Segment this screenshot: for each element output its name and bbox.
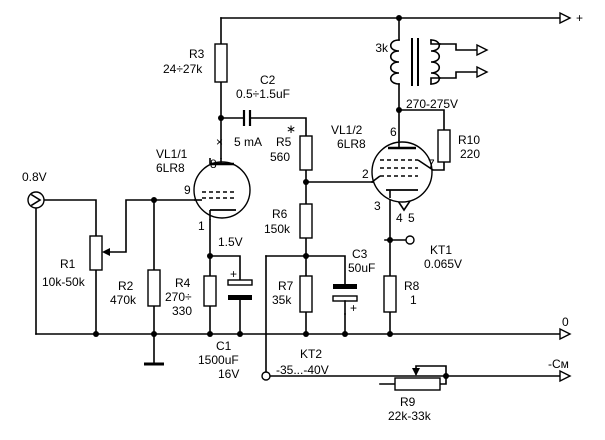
r9-value: 22k-33k <box>388 409 432 423</box>
kt1-test-point <box>405 235 415 245</box>
c3-ref: C3 <box>352 247 368 261</box>
r2-ref: R2 <box>118 279 134 293</box>
r8-ref: R8 <box>404 279 420 293</box>
r5-ref: R5 <box>276 135 292 149</box>
junction-dots <box>93 15 449 379</box>
output-transformer <box>389 38 441 86</box>
input-terminal <box>27 191 45 209</box>
r5-value: 560 <box>270 150 290 164</box>
r10-value: 220 <box>460 147 480 161</box>
minus-terminal-label: -Cм <box>548 357 569 371</box>
vl1-1-ref: VL1/1 <box>156 147 188 161</box>
vl1-2-ref: VL1/2 <box>331 123 363 137</box>
vl2-pin-2: 2 <box>362 167 369 181</box>
c2-value: 0.5÷1.5uF <box>236 87 290 101</box>
r4-value1: 270÷ <box>165 290 192 304</box>
r9-ref: R9 <box>400 395 416 409</box>
c1-ref: C1 <box>216 339 232 353</box>
c1-plate-top <box>227 279 253 286</box>
r1-wiper-arrow <box>102 248 110 256</box>
terminals <box>27 11 572 383</box>
r6-body <box>299 203 313 239</box>
vl1-2-envelope <box>371 141 433 203</box>
c3-value: 50uF <box>348 261 375 275</box>
r4-body <box>203 275 217 307</box>
vl1-1-type: 6LR8 <box>156 161 185 175</box>
vl2-pin-7: 7 <box>428 157 435 171</box>
plus-terminal-arrow <box>559 11 572 25</box>
c1-plus: + <box>230 267 237 281</box>
r5-body <box>299 135 313 171</box>
kt1-label: KT1 <box>430 243 452 257</box>
vl1-pin-9: 9 <box>184 183 191 197</box>
c2-ref: C2 <box>260 73 276 87</box>
r8-value: 1 <box>410 293 417 307</box>
r10-body <box>437 129 451 163</box>
c1-value: 1500uF <box>198 353 239 367</box>
r10-ref: R10 <box>458 133 480 147</box>
r1-ref: R1 <box>60 257 76 271</box>
resistors <box>89 43 451 391</box>
kt2-voltage: -35...-40V <box>276 363 329 377</box>
r7-body <box>299 275 313 313</box>
speaker-out-2-arrow <box>476 65 489 79</box>
r9-wiper-arrow <box>412 368 420 376</box>
r4-ref: R4 <box>175 276 191 290</box>
r3-body <box>214 43 228 83</box>
vl1-1-tube <box>193 158 251 220</box>
vl1-2-tube <box>371 140 434 203</box>
speaker-out-1-arrow <box>476 43 489 57</box>
kt2-test-point <box>261 371 271 381</box>
vl2-pin-3: 3 <box>374 199 381 213</box>
r7-value: 35k <box>272 293 292 307</box>
plus-terminal-label: + <box>576 11 583 25</box>
r6-value: 150k <box>264 222 291 236</box>
r4-value2: 330 <box>172 304 192 318</box>
c3-plus: + <box>350 301 357 315</box>
cathode-voltage-label: 1.5V <box>218 235 243 249</box>
r1-body <box>89 235 103 271</box>
vl2-pin-4: 4 <box>396 211 403 225</box>
kt2-label: KT2 <box>300 347 322 361</box>
vl2-pin-5: 5 <box>408 211 415 225</box>
vl2-pin-6: 6 <box>390 125 397 139</box>
transformer-winding: 3k <box>375 41 389 55</box>
c1-voltage: 16V <box>218 367 239 381</box>
minus-terminal-arrow <box>559 369 572 383</box>
c1-plate-bottom <box>228 295 252 300</box>
r1-value: 10k-50k <box>42 275 86 289</box>
r7-ref: R7 <box>278 279 294 293</box>
transformer-voltage: 270-275V <box>406 97 458 111</box>
kt1-voltage: 0.065V <box>424 257 462 271</box>
r9-body <box>394 377 441 391</box>
labels: 0.8V R1 10k-50k R2 470k R3 24÷27k R4 270… <box>22 11 583 423</box>
r2-body <box>147 269 161 307</box>
vl1-1-envelope <box>193 161 251 219</box>
zero-terminal-arrow <box>559 327 572 341</box>
c3-plate-top <box>333 284 357 289</box>
vl1-pin-8: 8 <box>210 157 217 171</box>
r3-value: 24÷27k <box>163 62 203 76</box>
capacitors: + + <box>227 110 358 315</box>
zero-terminal-label: 0 <box>562 315 569 329</box>
r8-body <box>383 275 397 313</box>
current-label: 5 mA <box>234 135 262 149</box>
input-voltage-label: 0.8V <box>22 170 47 184</box>
vl1-pin-1: 1 <box>198 219 205 233</box>
r2-value: 470k <box>110 293 137 307</box>
r3-ref: R3 <box>189 47 205 61</box>
current-marker: × <box>216 135 223 149</box>
star-marker: ∗ <box>286 122 296 136</box>
vl1-2-type: 6LR8 <box>337 137 366 151</box>
r6-ref: R6 <box>272 207 288 221</box>
